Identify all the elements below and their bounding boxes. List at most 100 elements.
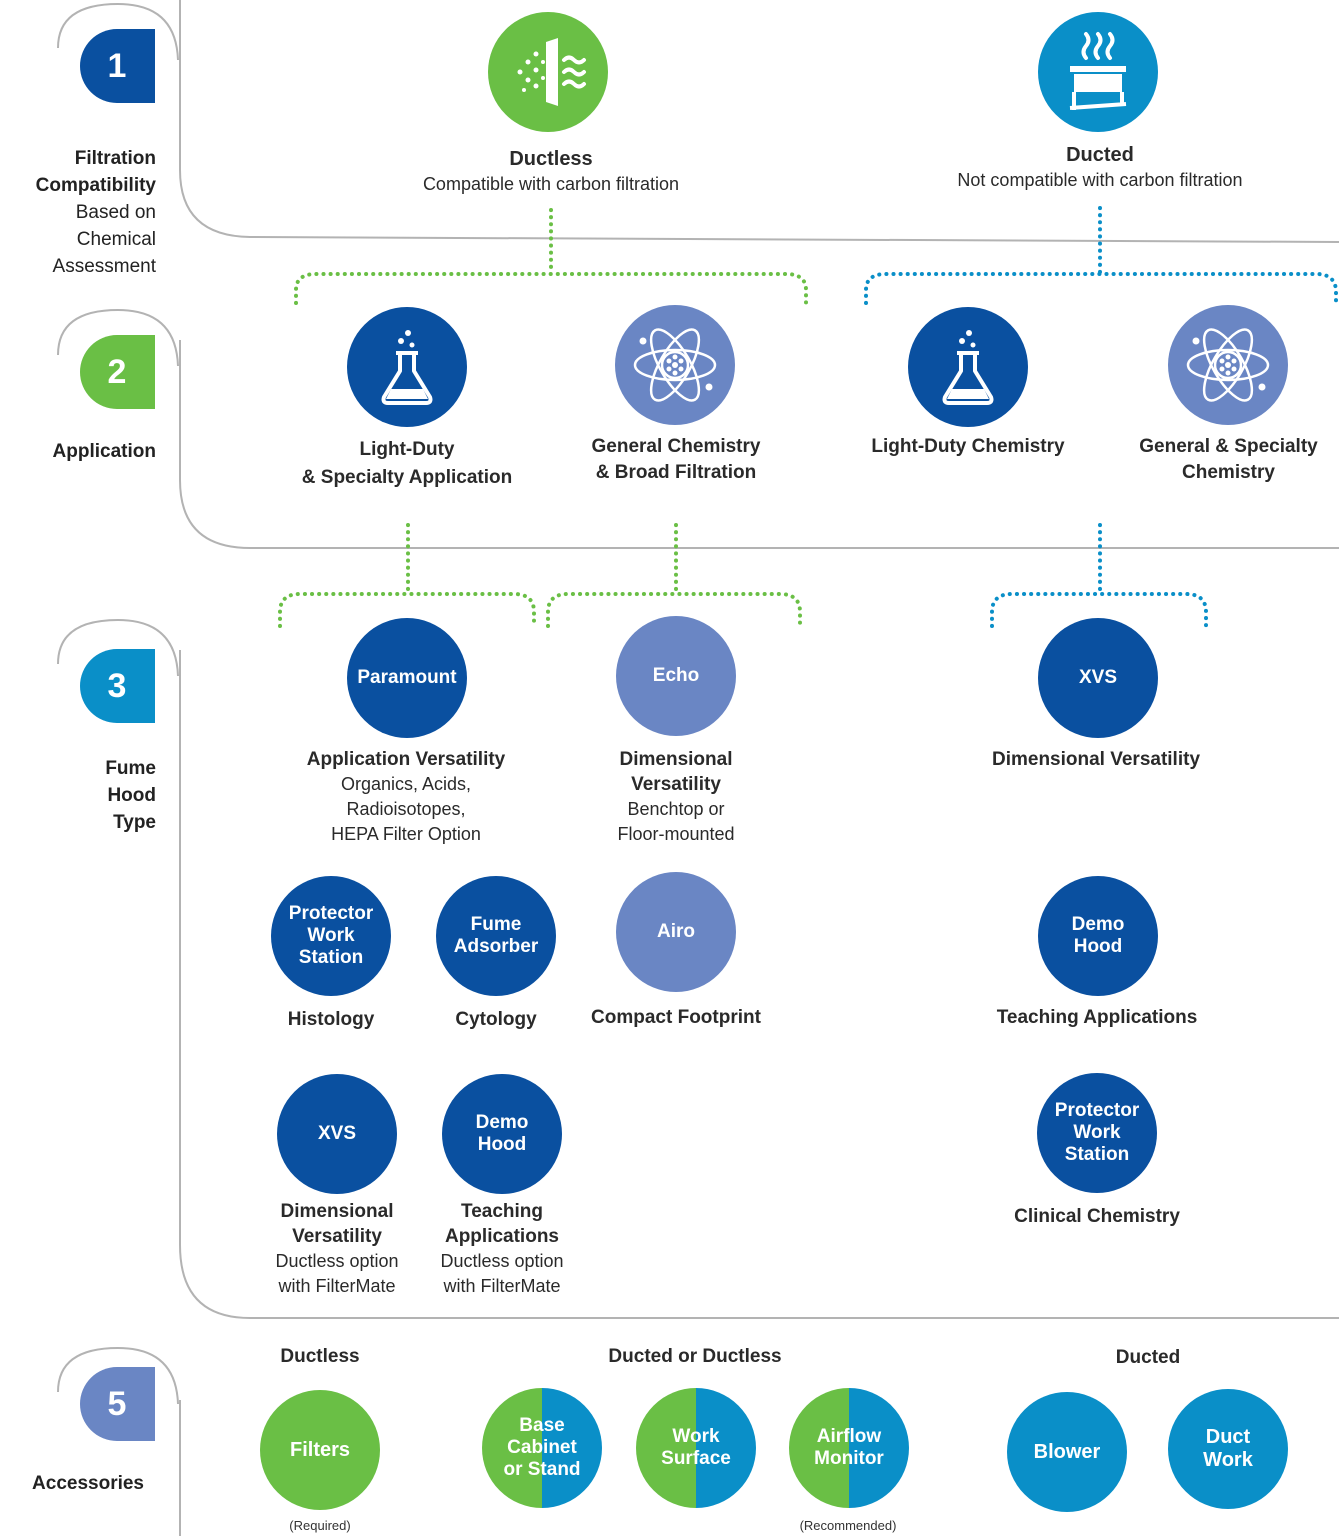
- flask-icon: [908, 307, 1028, 427]
- application-line: General & Specialty: [1139, 436, 1318, 457]
- accessory-name: Airflow: [816, 1426, 882, 1448]
- hood-xvs-ductless-label: Dimensional Versatility Ductless option …: [252, 1199, 422, 1299]
- hood-title: Application Versatility: [306, 749, 506, 770]
- application-light-duty-specialty: Light-Duty & Specialty Application: [257, 436, 557, 492]
- accessory-name: Work: [1203, 1449, 1253, 1471]
- step-number-3: 3: [107, 666, 127, 705]
- ductless-filter-icon: [488, 12, 608, 132]
- application-line: & Specialty Application: [301, 467, 513, 488]
- hood-xvs-ducted-label: Dimensional Versatility: [991, 749, 1201, 770]
- application-light-duty-chemistry: Light-Duty Chemistry: [871, 436, 1065, 457]
- hood-xvs-ductless: XVS: [277, 1074, 397, 1194]
- filtration-subtitle: Not compatible with carbon filtration: [957, 170, 1243, 190]
- recommended-note: (Recommended): [799, 1518, 897, 1533]
- step-label-application: Application: [52, 441, 156, 462]
- accessory-blower: Blower: [1007, 1392, 1127, 1512]
- accessories-heading-ducted: Ducted: [1115, 1347, 1181, 1368]
- hood-name: Demo: [475, 1112, 529, 1134]
- flask-icon: [347, 307, 467, 427]
- application-line: General Chemistry: [591, 436, 761, 457]
- hood-echo-label: Dimensional Versatility Benchtop or Floo…: [566, 747, 786, 847]
- hood-paramount: Paramount: [347, 618, 467, 738]
- step-number-5: 5: [107, 1384, 127, 1423]
- application-line: & Broad Filtration: [595, 462, 757, 483]
- hood-desc: Ductless option: [440, 1251, 564, 1271]
- hood-name: Station: [298, 946, 364, 968]
- required-note: (Required): [289, 1518, 351, 1533]
- hood-desc: with FilterMate: [278, 1276, 396, 1296]
- application-line: Light-Duty: [359, 439, 455, 460]
- hood-desc: Radioisotopes,: [346, 799, 466, 819]
- hood-name: Protector: [1054, 1100, 1140, 1122]
- hood-protector-label: Histology: [287, 1009, 375, 1030]
- step-title: Filtration Compatibility: [35, 148, 156, 196]
- hood-demo-ducted-label: Teaching Applications: [996, 1007, 1198, 1028]
- accessory-filters: Filters: [260, 1390, 380, 1510]
- hood-name: Station: [1064, 1143, 1130, 1165]
- step-label-fume-hood-type: Fume Hood Type: [105, 758, 156, 833]
- step-number-1: 1: [107, 46, 127, 85]
- hood-xvs-ducted: XVS: [1038, 618, 1158, 738]
- filtration-title: Ducted: [1066, 144, 1134, 166]
- accessories-heading-ductless: Ductless: [280, 1346, 360, 1367]
- hood-name: Hood: [1073, 936, 1123, 957]
- accessory-name: Monitor: [814, 1448, 884, 1469]
- hood-desc: Organics, Acids,: [340, 774, 472, 794]
- accessory-name: or Stand: [503, 1458, 581, 1480]
- accessory-name: Base: [519, 1415, 565, 1437]
- hood-name: Fume: [470, 914, 522, 936]
- hood-desc: with FilterMate: [443, 1276, 561, 1296]
- hood-protector-ducted-label: Clinical Chemistry: [1014, 1206, 1180, 1227]
- accessory-name: Duct: [1205, 1426, 1251, 1448]
- hood-desc: Benchtop or: [627, 799, 725, 819]
- accessory-name: Cabinet: [507, 1437, 577, 1459]
- hood-title: Dimensional: [619, 749, 733, 770]
- hood-title: Applications: [444, 1226, 559, 1247]
- hood-name: Work: [307, 925, 355, 947]
- hood-desc: HEPA Filter Option: [331, 824, 481, 844]
- accessory-name: Work: [672, 1426, 720, 1448]
- ducted-hood-icon: [1038, 12, 1158, 132]
- atom-icon: [615, 305, 735, 425]
- hood-title: Versatility: [292, 1226, 382, 1247]
- filtration-ductless-label: Ductless Compatible with carbon filtrati…: [351, 147, 751, 197]
- filtration-ducted-label: Ducted Not compatible with carbon filtra…: [900, 143, 1300, 193]
- hood-title: Dimensional: [280, 1201, 394, 1222]
- atom-icon: [1168, 305, 1288, 425]
- hood-name: Hood: [477, 1134, 527, 1155]
- hood-name: Protector: [288, 903, 374, 925]
- hood-name: Work: [1073, 1122, 1121, 1144]
- filtration-title: Ductless: [509, 148, 593, 170]
- hood-airo: Airo: [616, 872, 736, 992]
- application-general-specialty: General & Specialty Chemistry: [1108, 434, 1339, 486]
- hood-desc: Floor-mounted: [617, 824, 735, 844]
- step-label-accessories: Accessories: [32, 1473, 144, 1494]
- accessory-name: Surface: [661, 1448, 731, 1469]
- hood-echo: Echo: [616, 616, 736, 736]
- hood-fume-adsorber-label: Cytology: [455, 1009, 537, 1030]
- step-label-filtration: Filtration Compatibility Based on Chemic…: [0, 145, 156, 280]
- hood-title: Teaching: [461, 1201, 543, 1222]
- filtration-subtitle: Compatible with carbon filtration: [422, 174, 680, 194]
- accessories-heading-both: Ducted or Ductless: [608, 1346, 782, 1367]
- hood-desc: Ductless option: [275, 1251, 399, 1271]
- hood-name: Demo: [1071, 914, 1125, 936]
- hood-name: Adsorber: [453, 936, 539, 957]
- application-line: Chemistry: [1182, 462, 1275, 483]
- step-number-2: 2: [107, 352, 127, 391]
- hood-title: Versatility: [631, 774, 721, 795]
- application-general-chemistry: General Chemistry & Broad Filtration: [526, 434, 826, 486]
- hood-paramount-label: Application Versatility Organics, Acids,…: [256, 747, 556, 847]
- hood-demo-ductless-label: Teaching Applications Ductless option wi…: [422, 1199, 582, 1299]
- hood-airo-label: Compact Footprint: [591, 1007, 761, 1028]
